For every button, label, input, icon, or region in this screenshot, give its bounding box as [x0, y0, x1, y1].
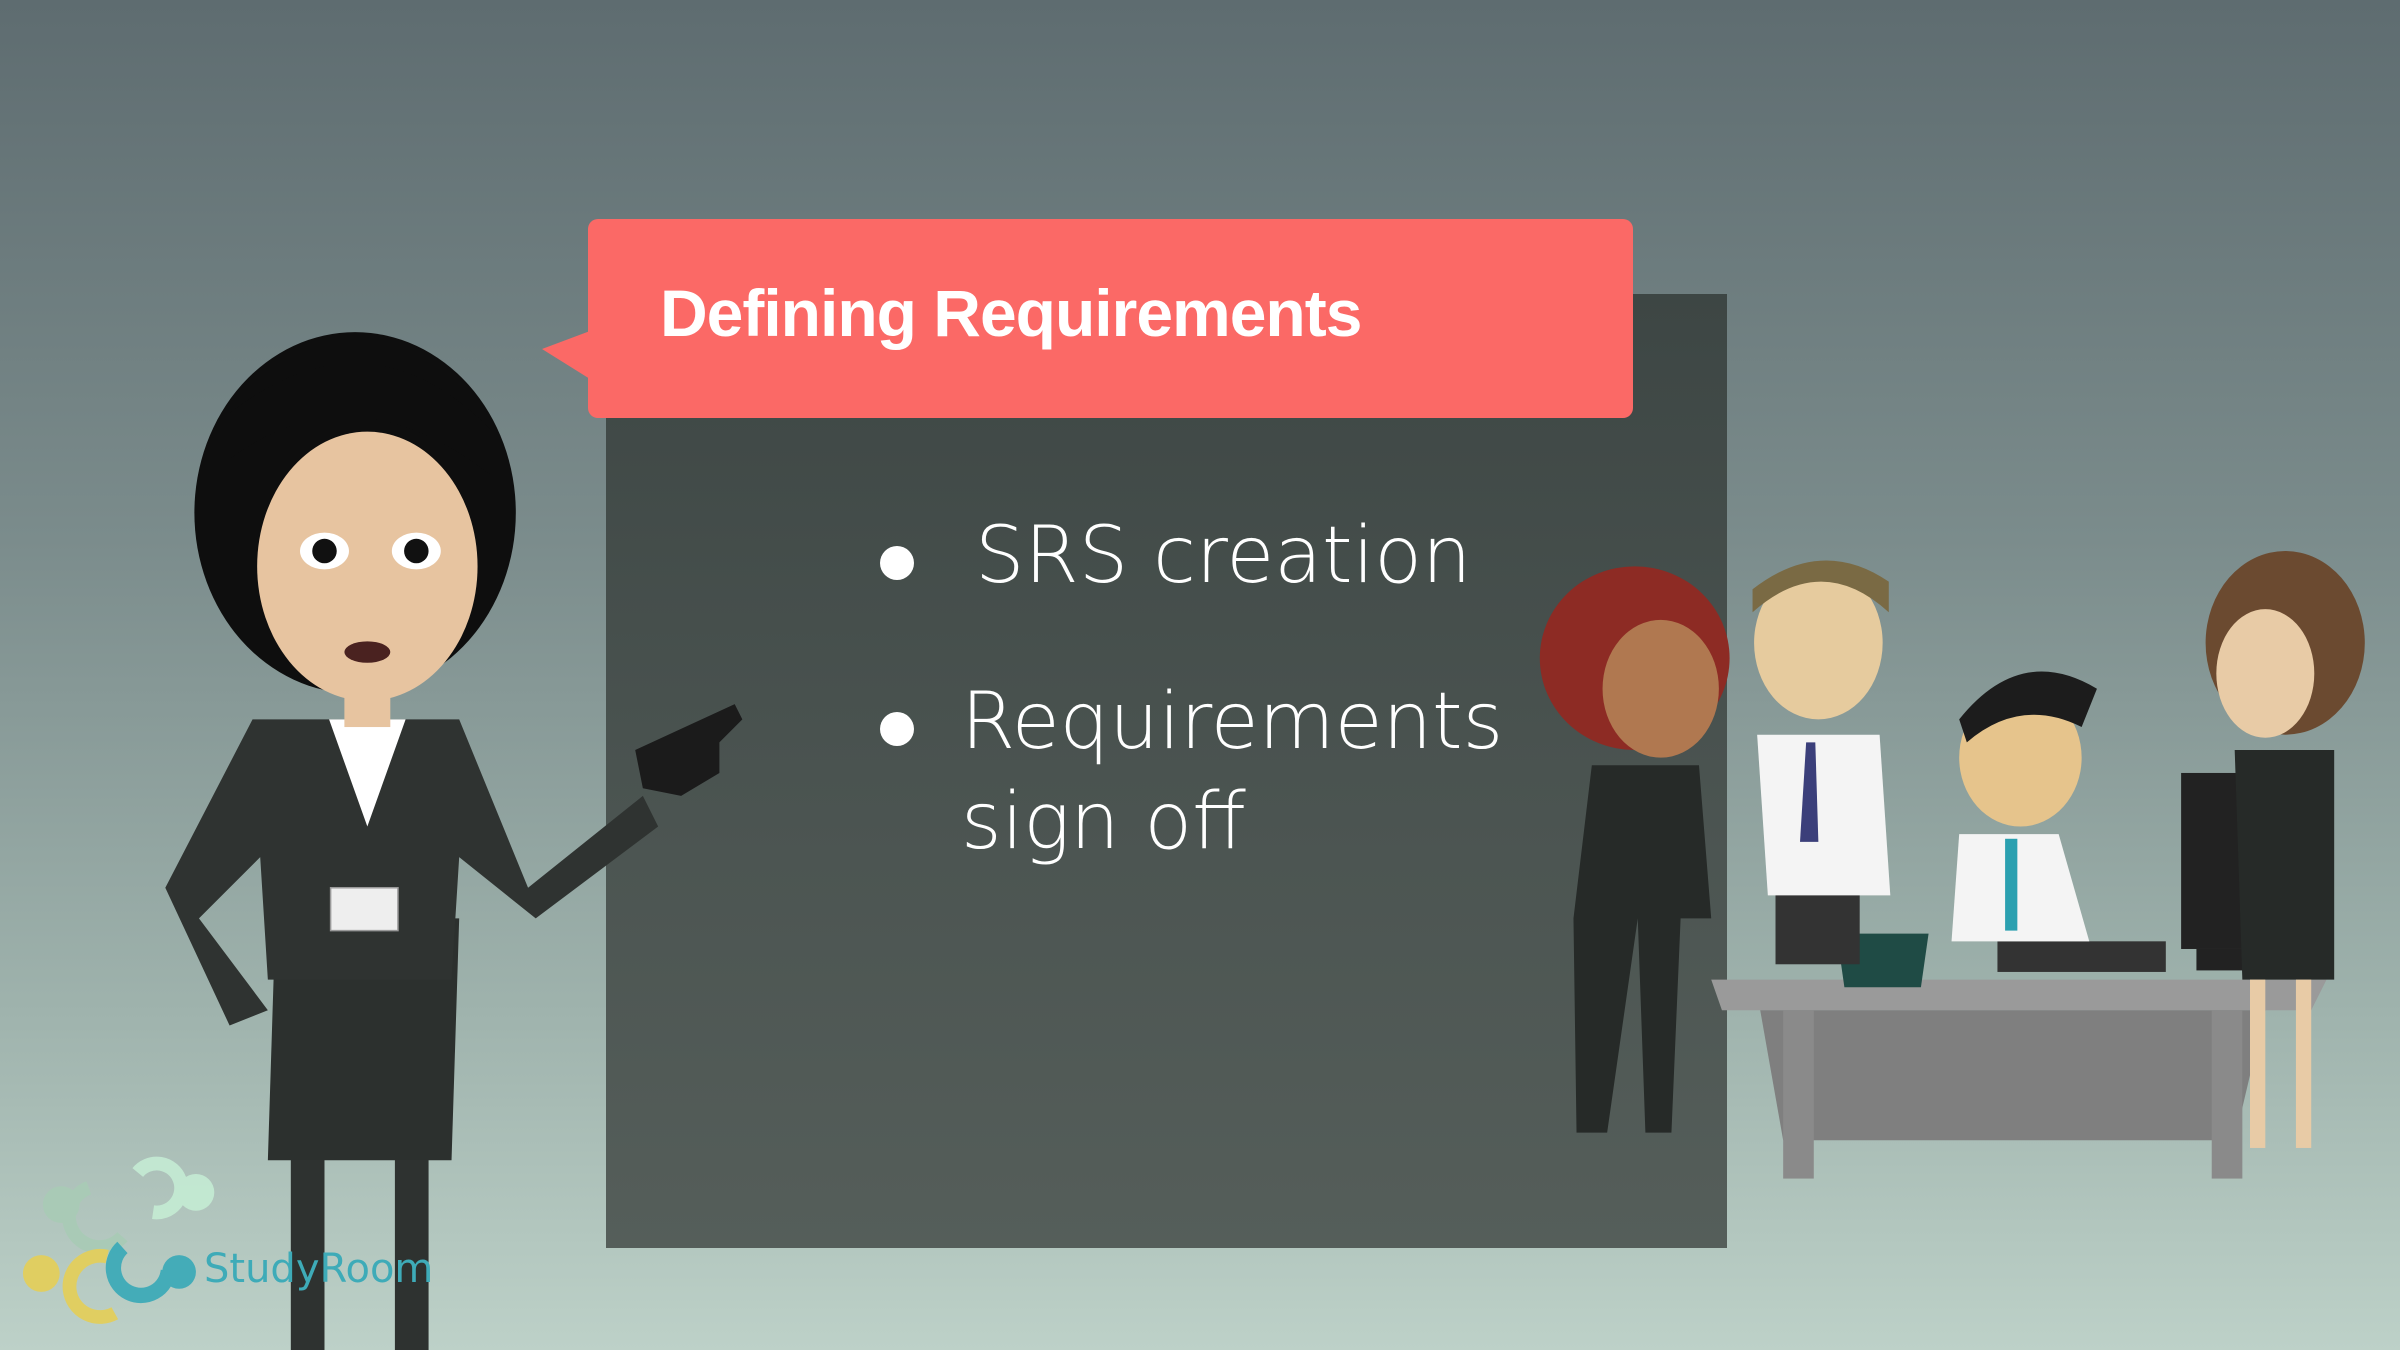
- presenter-character: [165, 332, 743, 1350]
- coworker-man-seated: [1951, 671, 2097, 942]
- bullet-dot: [880, 546, 914, 580]
- bullet-dot: [880, 712, 914, 746]
- coworker-woman-red-hair: [1539, 566, 1730, 1133]
- coworker-woman-brown-hair: [2205, 551, 2365, 1148]
- bullet-srs-creation: SRS creation: [975, 511, 1472, 601]
- content-panel: [606, 294, 1727, 1248]
- slide-title: Defining Requirements: [660, 276, 1362, 350]
- logo-text: StudyRoom: [204, 1246, 434, 1292]
- coworker-man-tie: [1752, 560, 1891, 965]
- title-banner: Defining Requirements: [542, 219, 1633, 418]
- bullet-requirements-line1: Requirements: [961, 677, 1504, 767]
- bullet-requirements-line2: sign off: [961, 777, 1246, 867]
- studyroom-logo: [22, 1156, 215, 1324]
